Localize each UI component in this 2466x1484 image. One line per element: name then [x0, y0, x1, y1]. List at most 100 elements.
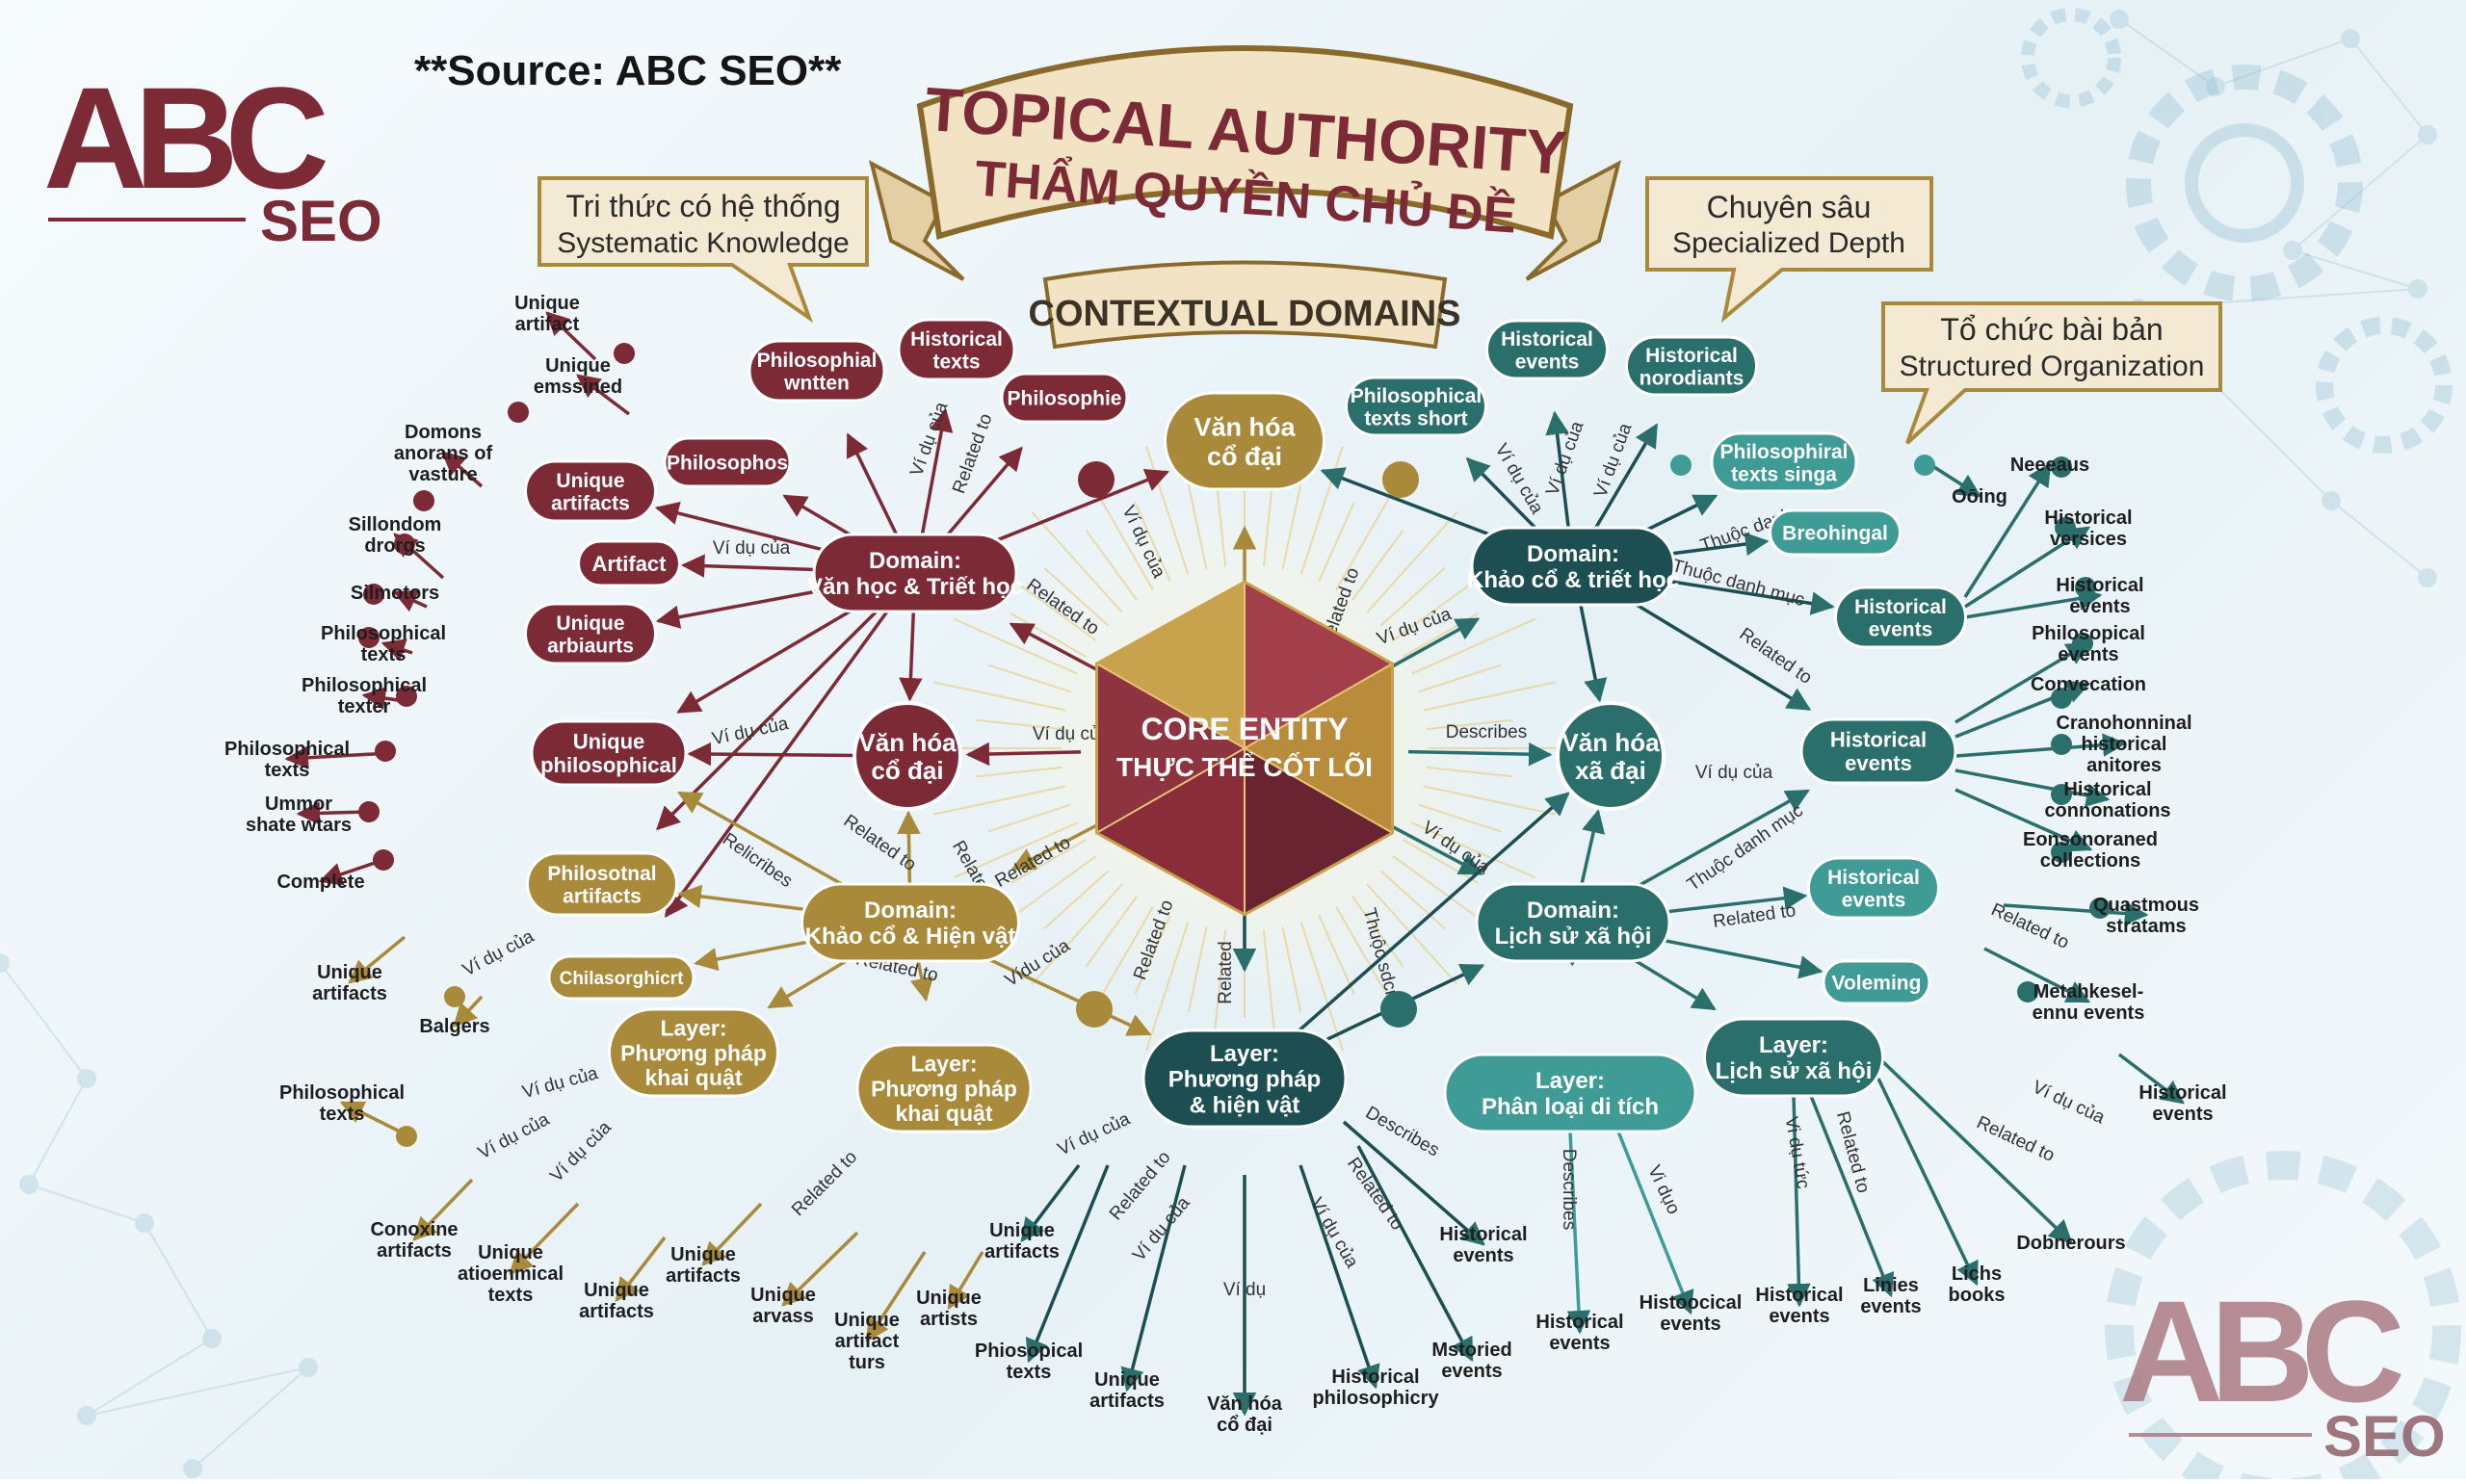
- relation-label: Relicribes: [719, 829, 796, 892]
- relation-label: Ví dụ của: [906, 399, 952, 479]
- connector-dot: [358, 801, 380, 822]
- svg-text:Philosophical: Philosophical: [321, 623, 446, 644]
- svg-text:events: events: [2069, 596, 2130, 617]
- svg-text:events: events: [1660, 1314, 1720, 1335]
- relation-label: Thuộc danh mục: [1684, 800, 1807, 895]
- svg-text:Historical: Historical: [1645, 345, 1738, 367]
- diagram-node: Chilasorghicrt: [547, 954, 695, 1001]
- core-entity: CORE ENTITY THỰC THỂ CỐT LÕI: [1095, 580, 1394, 917]
- connector-dot: [394, 534, 415, 555]
- svg-text:Historical: Historical: [2044, 508, 2132, 529]
- abc-seo-logo: ABC SEO: [43, 57, 382, 253]
- svg-text:stratams: stratams: [2106, 916, 2186, 937]
- svg-text:Philosophiral: Philosophiral: [1719, 441, 1848, 463]
- svg-text:Historical: Historical: [2138, 1082, 2226, 1104]
- svg-text:events: events: [1860, 1296, 1921, 1317]
- svg-text:artifacts: artifacts: [1089, 1391, 1165, 1412]
- relation-label: Ví dụ của: [475, 1109, 553, 1163]
- connector-dot: [396, 1126, 417, 1147]
- connector-dot: [1076, 991, 1113, 1028]
- relation-label: Related to: [1736, 624, 1816, 689]
- svg-text:cổ đại: cổ đại: [871, 756, 943, 785]
- relation-label: Ví dụ của: [2030, 1078, 2109, 1129]
- svg-text:artifacts: artifacts: [563, 885, 642, 907]
- svg-text:events: events: [1845, 751, 1912, 775]
- svg-text:& hiện vật: & hiện vật: [1190, 1093, 1300, 1119]
- svg-text:Phương pháp: Phương pháp: [620, 1040, 767, 1065]
- svg-text:Văn hóa: Văn hóa: [1194, 413, 1296, 442]
- svg-text:turs: turs: [849, 1352, 885, 1373]
- diagram-node: Breohingal: [1769, 508, 1902, 557]
- svg-text:Systematic Knowledge: Systematic Knowledge: [557, 227, 850, 259]
- svg-text:Quastmous: Quastmous: [2093, 895, 2199, 916]
- svg-text:texts: texts: [265, 760, 310, 781]
- leaf-label: Metahkesel-ennu events: [2033, 981, 2145, 1024]
- svg-text:Lịch sử xã hội: Lịch sử xã hội: [1716, 1058, 1873, 1084]
- svg-text:artifact: artifact: [835, 1331, 900, 1352]
- svg-text:SEO: SEO: [260, 189, 382, 253]
- svg-text:Conoxine: Conoxine: [370, 1219, 458, 1240]
- connector-dot: [2072, 633, 2093, 654]
- svg-text:Phương pháp: Phương pháp: [871, 1076, 1017, 1101]
- svg-text:historical: historical: [2082, 734, 2167, 755]
- svg-text:Complete: Complete: [276, 872, 364, 893]
- svg-text:Domain:: Domain:: [869, 548, 961, 574]
- relation-label: Related to: [1832, 1109, 1874, 1195]
- svg-text:Unique: Unique: [916, 1288, 982, 1309]
- svg-text:Unique: Unique: [670, 1244, 736, 1265]
- relation-label: Ví dụ của: [1590, 420, 1636, 500]
- svg-text:xã đại: xã đại: [1575, 756, 1646, 785]
- svg-text:Historical: Historical: [1854, 596, 1947, 618]
- svg-text:Historical: Historical: [1439, 1224, 1527, 1245]
- svg-text:drorgs: drorgs: [364, 535, 425, 557]
- svg-text:Lichs: Lichs: [1952, 1263, 2002, 1285]
- svg-text:anitores: anitores: [2086, 755, 2162, 776]
- svg-text:artifacts: artifacts: [312, 983, 387, 1004]
- connector-dot: [1380, 991, 1417, 1028]
- svg-text:Artifact: Artifact: [591, 552, 667, 576]
- svg-text:texts: texts: [320, 1104, 365, 1125]
- svg-text:Chuyên sâu: Chuyên sâu: [1707, 190, 1872, 224]
- diagram-node: Layer:Phương pháp& hiện vật: [1141, 1028, 1348, 1129]
- svg-text:Historical: Historical: [2063, 779, 2151, 800]
- svg-text:Domons: Domons: [405, 422, 482, 443]
- relation-label: Related to: [788, 1147, 861, 1220]
- connector-dot: [2055, 517, 2076, 538]
- svg-text:collections: collections: [2040, 850, 2140, 872]
- svg-text:Khảo cổ & Hiện vật: Khảo cổ & Hiện vật: [805, 924, 1016, 950]
- relation-label: Describes: [1446, 722, 1527, 742]
- svg-text:Layer:: Layer:: [1535, 1068, 1605, 1094]
- svg-text:events: events: [2058, 644, 2118, 665]
- connector-dot: [508, 402, 529, 423]
- svg-text:anorans of: anorans of: [394, 443, 493, 464]
- leaf-label: Dobnerours: [2016, 1233, 2125, 1254]
- svg-text:vasture: vasture: [408, 464, 477, 485]
- svg-text:Cranohonninal: Cranohonninal: [2056, 713, 2191, 734]
- svg-text:Philosotnal: Philosotnal: [547, 863, 656, 885]
- svg-text:Unique: Unique: [573, 730, 645, 754]
- svg-text:Specialized Depth: Specialized Depth: [1672, 227, 1905, 259]
- svg-text:Unique: Unique: [545, 355, 611, 377]
- svg-text:Domain:: Domain:: [1527, 898, 1619, 924]
- svg-text:Unique: Unique: [1094, 1369, 1160, 1391]
- svg-text:artifacts: artifacts: [579, 1301, 654, 1322]
- connector-dot: [614, 343, 635, 364]
- svg-text:cổ đại: cổ đại: [1207, 442, 1282, 471]
- diagram-node: Philosophie: [1000, 372, 1129, 424]
- connector-dot: [2075, 577, 2096, 598]
- svg-text:emssined: emssined: [534, 377, 622, 398]
- connector-dot: [1914, 455, 1935, 476]
